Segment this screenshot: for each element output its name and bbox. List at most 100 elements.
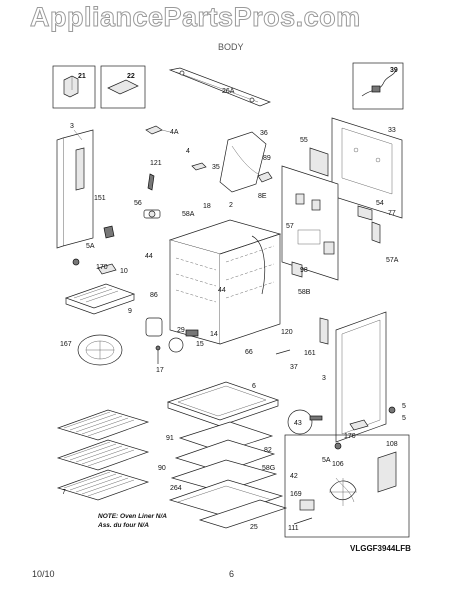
label-56: 56 [134,200,142,207]
part-121: 121 [147,160,162,191]
part-167-cover: 167 [60,334,123,366]
label-111: 111 [288,525,299,532]
label-2: 2 [229,202,233,209]
label-167: 167 [60,341,72,348]
label-57: 57 [286,223,294,230]
label-91: 91 [166,435,174,442]
label-170b: 170 [344,433,356,440]
label-7: 7 [62,489,66,496]
part-43-screw: 43 [287,409,323,435]
part-3-door-panel: 3 151 [56,123,106,249]
part-4: 4 [186,148,207,171]
note-oven-liner: NOTE: Oven Liner N/A [98,513,167,520]
part-55: 55 [300,137,329,177]
part-22-box: 22 [100,65,146,109]
label-25: 25 [250,524,258,531]
label-5: 5 [402,415,406,422]
label-43: 43 [294,420,302,427]
label-86: 86 [150,292,158,299]
part-17: 17 [155,345,164,374]
part-oven-cavity [168,219,282,345]
label-10: 10 [120,268,128,275]
label-120: 120 [281,329,293,336]
section-title: BODY [218,42,244,52]
label-89: 89 [263,155,271,162]
part-21-box: 21 [52,65,96,109]
label-77: 77 [388,210,396,217]
part-77: 77 [371,210,396,244]
label-15: 15 [196,341,204,348]
label-151: 151 [94,195,106,202]
convection-fan-box: 108 106 169 111 [284,434,410,538]
label-264: 264 [170,485,182,492]
label-39: 39 [390,67,398,74]
label-8e: 8E [258,193,267,200]
note-oven-liner-fr: Ass. du four N/A [97,522,149,529]
part-15: 15 [168,337,204,353]
label-5a: 5A [86,243,95,250]
part-14: 14 [185,329,218,338]
label-54: 54 [376,200,384,207]
part-5-right: 5 [388,406,406,422]
label-14: 14 [210,331,218,338]
diagram-code: VLGGF3944LFB [350,544,411,553]
label-5b: 5 [402,403,406,410]
part-5a-bottom: 5A [322,442,342,464]
label-3: 3 [70,123,74,130]
label-33: 33 [388,127,396,134]
watermark: AppliancePartsPros.com [30,2,361,33]
part-side-panel [281,165,339,281]
part-89: 89 [257,155,273,183]
part-10-broil-pan: 10 9 [64,268,136,315]
label-98: 98 [300,267,308,274]
label-4: 4 [186,148,190,155]
label-121: 121 [150,160,162,167]
label-26a: 26A [222,88,235,95]
label-5a2: 5A [322,457,331,464]
label-106: 106 [332,461,344,468]
part-37: 37 [275,349,298,371]
label-6: 6 [252,383,256,390]
label-44a: 44 [145,253,153,260]
label-35: 35 [212,164,220,171]
part-54: 54 [357,200,384,221]
part-98: 98 [291,261,308,278]
label-90: 90 [158,465,166,472]
part-29-ignition: 29 [145,317,185,337]
footer-page-number: 6 [229,569,235,579]
label-36: 36 [260,130,268,137]
label-161: 161 [304,350,316,357]
part-56-valve: 56 [134,200,161,219]
label-29: 29 [177,327,185,334]
part-5a-left: 5A [72,225,115,266]
label-21: 21 [78,73,86,80]
part-170-bottom: 170 [344,419,369,440]
part-3-right-door: 3 [322,311,387,443]
label-4a: 4A [170,129,179,136]
label-55: 55 [300,137,308,144]
part-4a-bracket: 4A [145,125,179,136]
label-58b: 58B [298,289,311,296]
label-82: 82 [264,447,272,454]
label-170a: 170 [96,264,108,271]
footer-date: 10/10 [32,569,55,579]
part-39-box: 39 [352,62,404,110]
label-66: 66 [245,349,253,356]
part-26a-rail: 26A [168,67,271,107]
label-58g: 58G [262,465,275,472]
part-36-duct: 36 [219,130,268,193]
label-169: 169 [290,491,302,498]
part-8-oven-bottom: 6 [166,381,280,427]
part-170-top: 170 [96,263,117,275]
part-drawer-stack [168,421,288,529]
label-17: 17 [156,367,164,374]
part-161: 161 [304,317,329,357]
label-42: 42 [290,473,298,480]
part-33-rear-panel: 33 [331,117,403,219]
label-37: 37 [290,364,298,371]
label-18: 18 [203,203,211,210]
label-58a: 58A [182,211,195,218]
label-22: 22 [127,73,135,80]
